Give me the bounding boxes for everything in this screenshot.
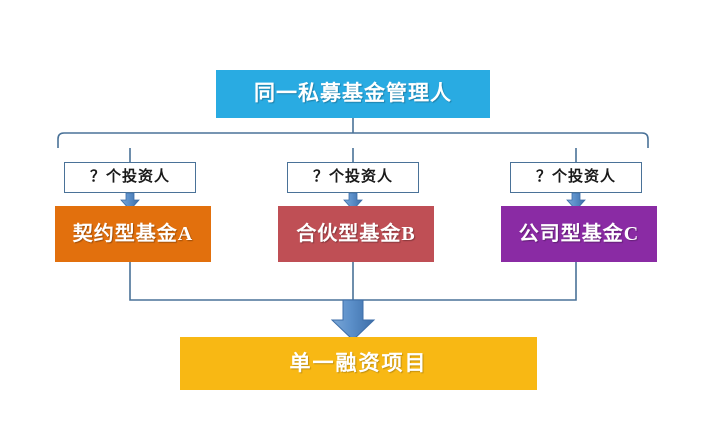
arrow-investor-to-fund-b [343,192,363,211]
arrow-funds-to-project [330,299,376,341]
arrow-investor-to-fund-a [120,192,140,211]
investor-label-b[interactable]: ？个投资人 [287,162,419,193]
brace-connector [57,132,649,148]
manager-box[interactable]: 同一私募基金管理人 [216,70,490,118]
merge-line-fund-c [353,262,577,301]
project-box[interactable]: 单一融资项目 [180,337,537,390]
fund-box-partnership-b[interactable]: 合伙型基金B [278,206,434,262]
fund-box-contractual-a[interactable]: 契约型基金A [55,206,211,262]
investor-label-c[interactable]: ？个投资人 [510,162,642,193]
merge-line-fund-a [129,262,353,301]
fund-box-corporate-c[interactable]: 公司型基金C [501,206,657,262]
arrow-investor-to-fund-c [566,192,586,211]
investor-label-a[interactable]: ？个投资人 [64,162,196,193]
